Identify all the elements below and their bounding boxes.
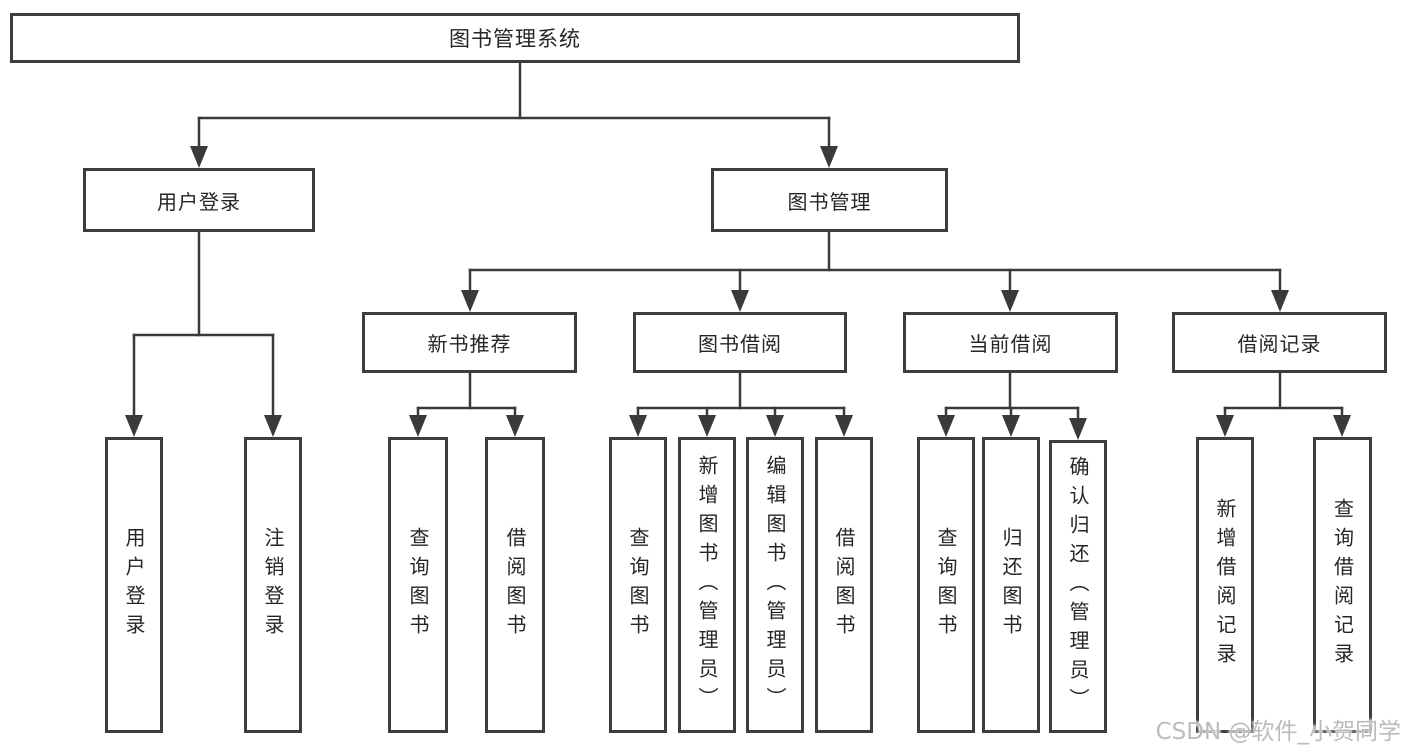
watermark: CSDN @软件_小贺同学: [1155, 719, 1401, 745]
leaf-return-book: 归还图书: [982, 437, 1040, 733]
leaf-borrow-books-recommend: 借阅图书: [485, 437, 545, 733]
leaf-edit-book-admin-label: 编辑图书（管理员）: [763, 454, 787, 716]
leaf-user-login-label: 用户登录: [122, 527, 146, 643]
node-current-borrowing-label: 当前借阅: [968, 332, 1053, 356]
node-borrowing-records-label: 借阅记录: [1237, 332, 1322, 356]
node-book-borrowing-label: 图书借阅: [698, 332, 782, 356]
leaf-query-books-borrowing: 查询图书: [609, 437, 667, 733]
node-borrowing-records: 借阅记录: [1172, 312, 1387, 373]
leaf-add-book-admin-label: 新增图书（管理员）: [695, 454, 719, 716]
node-new-book-recommend-label: 新书推荐: [427, 332, 512, 356]
leaf-query-books-current: 查询图书: [917, 437, 975, 733]
leaf-edit-book-admin: 编辑图书（管理员）: [746, 437, 804, 733]
leaf-add-book-admin: 新增图书（管理员）: [678, 437, 736, 733]
leaf-query-books-recommend: 查询图书: [388, 437, 448, 733]
leaf-return-book-label: 归还图书: [999, 527, 1023, 643]
node-book-management: 图书管理: [711, 168, 948, 232]
node-current-borrowing: 当前借阅: [903, 312, 1118, 373]
leaf-borrow-books-borrowing-label: 借阅图书: [832, 527, 856, 643]
node-book-management-label: 图书管理: [787, 189, 872, 214]
leaf-query-borrow-record: 查询借阅记录: [1313, 437, 1372, 733]
node-user-login: 用户登录: [83, 168, 315, 232]
leaf-confirm-return-admin: 确认归还（管理员）: [1049, 440, 1107, 733]
node-root-system: 图书管理系统: [10, 13, 1020, 63]
leaf-borrow-books-borrowing: 借阅图书: [815, 437, 873, 733]
leaf-add-borrow-record: 新增借阅记录: [1196, 437, 1254, 733]
leaf-user-login: 用户登录: [105, 437, 163, 733]
leaf-logout-label: 注销登录: [261, 527, 285, 643]
leaf-query-books-recommend-label: 查询图书: [406, 527, 430, 643]
node-root-label: 图书管理系统: [449, 27, 581, 51]
leaf-borrow-books-recommend-label: 借阅图书: [503, 527, 527, 643]
leaf-query-borrow-record-label: 查询借阅记录: [1330, 498, 1355, 672]
node-user-login-label: 用户登录: [157, 189, 241, 214]
node-new-book-recommend: 新书推荐: [362, 312, 577, 373]
leaf-query-books-current-label: 查询图书: [934, 527, 958, 643]
leaf-confirm-return-admin-label: 确认归还（管理员）: [1066, 456, 1090, 717]
node-book-borrowing: 图书借阅: [633, 312, 847, 373]
leaf-add-borrow-record-label: 新增借阅记录: [1213, 498, 1237, 672]
leaf-logout: 注销登录: [244, 437, 302, 733]
leaf-query-books-borrowing-label: 查询图书: [626, 527, 650, 643]
